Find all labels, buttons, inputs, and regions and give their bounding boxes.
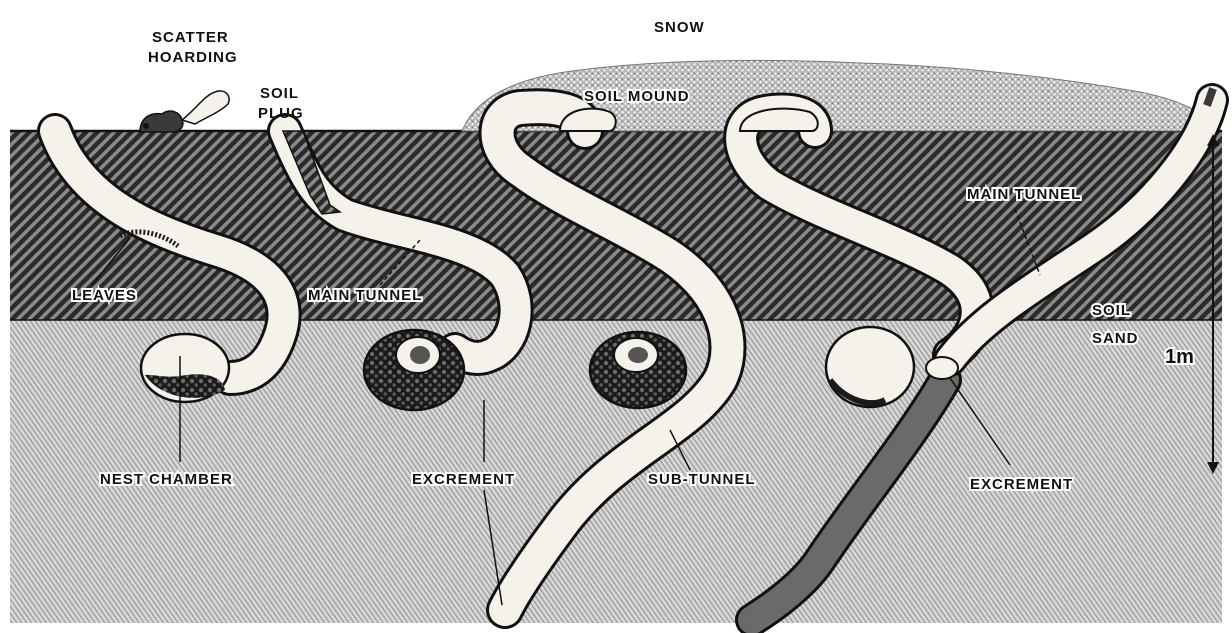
label-sub-tunnel: SUB-TUNNEL <box>648 471 756 488</box>
label-excrement-left: EXCREMENT <box>412 471 515 488</box>
label-soil: SOIL <box>1092 302 1131 319</box>
nest-inner-mid <box>410 346 430 364</box>
label-soil-plug-line2: PLUG <box>258 105 304 122</box>
squirrel-icon <box>140 91 229 132</box>
label-leaves: LEAVES <box>72 287 137 304</box>
label-scatter-hoarding-line1: SCATTER <box>152 29 229 46</box>
label-main-tunnel-left: MAIN TUNNEL <box>308 287 422 304</box>
label-scatter-hoarding-line2: HOARDING <box>148 49 238 66</box>
label-scale-1m: 1m <box>1165 346 1194 368</box>
label-soil-mound: SOIL MOUND <box>584 88 690 105</box>
nest-chamber-far-right <box>826 327 914 407</box>
nest-inner-right <box>628 347 648 363</box>
excrement-pocket <box>926 357 958 379</box>
label-nest-chamber: NEST CHAMBER <box>100 471 233 488</box>
label-sand: SAND <box>1092 330 1139 347</box>
label-soil-plug-line1: SOIL <box>260 85 299 102</box>
label-main-tunnel-right: MAIN TUNNEL <box>967 186 1081 203</box>
label-excrement-right: EXCREMENT <box>970 476 1073 493</box>
label-snow: SNOW <box>654 19 705 36</box>
